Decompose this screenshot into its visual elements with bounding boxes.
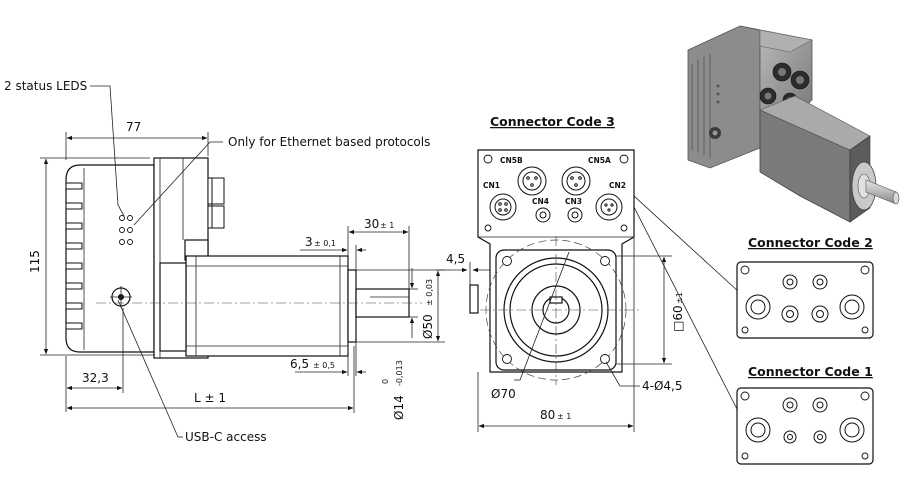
cn3-label: CN3 bbox=[565, 197, 582, 206]
label-status-leds: 2 status LEDS bbox=[4, 79, 87, 93]
front-connector-cn2 bbox=[595, 193, 623, 221]
dim-80-tol: ± 1 bbox=[557, 412, 571, 421]
label-usbc: USB-C access bbox=[185, 430, 267, 444]
dim-32-3: 32,3 bbox=[82, 371, 109, 385]
dim-d50-tol: ± 0,03 bbox=[425, 279, 434, 306]
product-render bbox=[687, 25, 900, 223]
dim-d50: Ø50 bbox=[421, 314, 435, 339]
dim-d14: Ø14 bbox=[392, 395, 406, 420]
code-leaders bbox=[633, 195, 740, 414]
front-connector-cn5a bbox=[561, 166, 591, 196]
dim-6-5: 6,5 bbox=[290, 357, 309, 371]
dim-30: 30 bbox=[364, 217, 379, 231]
side-connectors bbox=[207, 177, 225, 229]
front-view: Connector Code 3 bbox=[469, 114, 640, 385]
cn2-label: CN2 bbox=[609, 181, 626, 190]
dim-60: □60 bbox=[671, 305, 685, 332]
motor-body bbox=[159, 255, 349, 357]
heatsink bbox=[65, 164, 155, 353]
dim-d14-lower: -0,013 bbox=[395, 360, 404, 386]
front-flange bbox=[469, 236, 640, 385]
dim-d70: Ø70 bbox=[491, 387, 516, 401]
side-view bbox=[65, 157, 422, 359]
cn1-label: CN1 bbox=[483, 181, 500, 190]
connector-code-2: Connector Code 2 bbox=[736, 235, 874, 339]
status-led-dots bbox=[119, 215, 133, 245]
label-ethernet-note: Only for Ethernet based protocols bbox=[228, 135, 430, 149]
dim-3-tol: ± 0,1 bbox=[314, 239, 336, 248]
front-dimensions bbox=[477, 237, 672, 432]
dim-L: L ± 1 bbox=[194, 391, 226, 405]
dim-30-tol: ± 1 bbox=[380, 221, 394, 230]
dim-60-tol: ±1 bbox=[675, 292, 684, 304]
connector-code-3-title: Connector Code 3 bbox=[490, 114, 615, 129]
front-connector-cn1 bbox=[489, 193, 517, 221]
connector-code-1: Connector Code 1 bbox=[736, 364, 874, 465]
dim-holes: 4-Ø4,5 bbox=[642, 379, 683, 393]
dim-77: 77 bbox=[126, 120, 141, 134]
dim-4-5: 4,5 bbox=[446, 252, 465, 266]
side-dimension-labels: 77 115 32,3 L ± 1 30 ± 1 3 ± 0,1 6,5 ± 0… bbox=[28, 120, 465, 420]
dim-6-5-tol: ± 0,5 bbox=[313, 361, 335, 370]
side-dimensions bbox=[40, 132, 505, 413]
front-connector-cn4 bbox=[535, 207, 551, 223]
front-connector-cn5b bbox=[517, 166, 547, 196]
cn5a-label: CN5A bbox=[588, 156, 611, 165]
cn5b-label: CN5B bbox=[500, 156, 523, 165]
dim-d14-upper: 0 bbox=[381, 379, 390, 384]
connector-code-1-title: Connector Code 1 bbox=[748, 364, 873, 379]
front-connector-cn3 bbox=[567, 207, 583, 223]
dim-80: 80 bbox=[540, 408, 555, 422]
dim-3: 3 bbox=[305, 235, 313, 249]
dim-115: 115 bbox=[28, 250, 42, 273]
cn4-label: CN4 bbox=[532, 197, 549, 206]
shaft bbox=[347, 269, 410, 343]
side-leaders bbox=[90, 85, 223, 438]
connector-code-2-title: Connector Code 2 bbox=[748, 235, 873, 250]
